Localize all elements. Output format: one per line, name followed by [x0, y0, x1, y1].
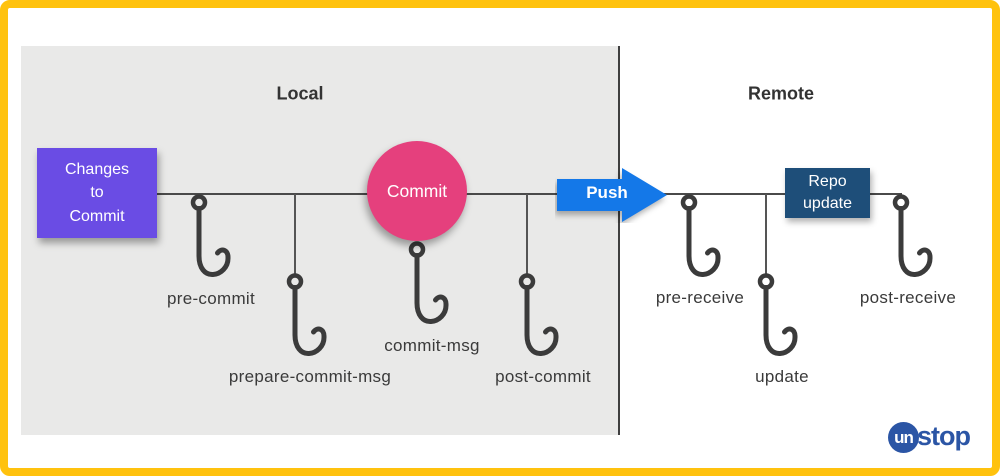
push-arrow-label: Push — [586, 183, 628, 202]
commit-msg-hook-icon — [408, 241, 449, 324]
changes-to-commit-box: Changes to Commit — [37, 148, 157, 238]
changes-box-line: to — [90, 184, 104, 202]
repo-update-box: Repo update — [785, 168, 870, 218]
post-commit-label: post-commit — [495, 367, 591, 386]
remote-section-title: Remote — [747, 83, 815, 104]
post-receive-hook-icon — [892, 194, 933, 277]
local-remote-divider — [618, 46, 620, 435]
local-section-title: Local — [276, 83, 324, 104]
update-connector — [765, 194, 767, 276]
repo-box-line: update — [803, 195, 852, 212]
prepare-commit-msg-connector — [294, 194, 296, 276]
changes-box-line: Commit — [69, 207, 125, 225]
changes-box-line: Changes — [64, 161, 130, 179]
push-arrow-icon — [557, 168, 667, 222]
unstop-logo-circle-icon: un — [888, 422, 919, 453]
prepare-commit-msg-hook-icon — [286, 273, 327, 356]
repo-box-line: Repo — [808, 172, 847, 190]
post-commit-connector — [526, 194, 528, 276]
post-receive-label: post-receive — [859, 288, 957, 307]
prepare-commit-msg-label: prepare-commit-msg — [228, 367, 392, 386]
update-hook-icon — [757, 273, 798, 356]
unstop-logo: un stop — [888, 421, 971, 453]
pre-commit-label: pre-commit — [166, 289, 256, 308]
pre-receive-label: pre-receive — [655, 288, 745, 307]
local-section-panel — [21, 46, 619, 435]
unstop-logo-text: stop — [917, 421, 971, 451]
commit-node-label: Commit — [386, 180, 448, 201]
pre-receive-hook-icon — [680, 194, 721, 277]
post-commit-hook-icon — [518, 273, 559, 356]
remote-timeline — [658, 192, 902, 195]
commit-msg-label: commit-msg — [384, 336, 480, 355]
pre-commit-hook-icon — [190, 194, 231, 277]
update-label: update — [755, 367, 809, 386]
commit-node: Commit — [367, 141, 467, 241]
